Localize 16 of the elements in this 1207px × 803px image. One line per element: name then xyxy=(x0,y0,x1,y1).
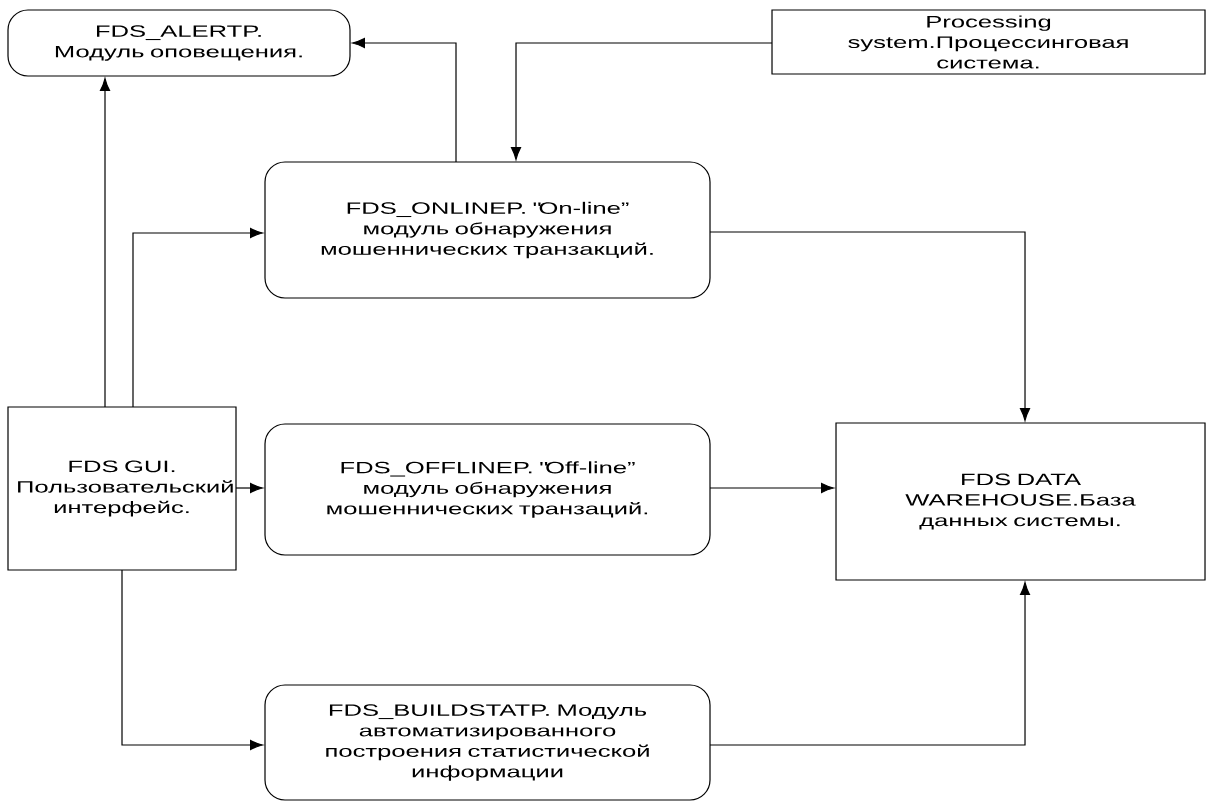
arrow xyxy=(709,482,835,494)
arrow xyxy=(351,37,457,163)
arrow xyxy=(99,77,111,408)
system-box: FDS GUI. Пользовательский интерфейс. xyxy=(7,406,237,571)
module-box: FDS_ALERTP. Модуль оповещения. xyxy=(7,9,351,77)
system-box: Processing system.Процессинговая система. xyxy=(771,9,1206,75)
arrow xyxy=(709,581,1031,746)
arrow xyxy=(510,42,773,161)
module-box: FDS_ONLINEP. "On-line” модуль обнаружения мошеннических транзакций. xyxy=(264,161,711,299)
module-box: FDS_BUILDSTATP. Модуль автоматизированного построения статистической информации xyxy=(264,684,711,801)
arrow xyxy=(235,482,264,494)
system-box: FDS DATA WAREHOUSE.База данных системы. xyxy=(835,422,1206,581)
module-box: FDS_OFFLINEP. "Off-line” модуль обнаружения мошеннических транзаций. xyxy=(264,423,711,556)
arrow xyxy=(121,569,264,751)
arrow xyxy=(132,227,264,408)
arrow xyxy=(709,231,1031,422)
